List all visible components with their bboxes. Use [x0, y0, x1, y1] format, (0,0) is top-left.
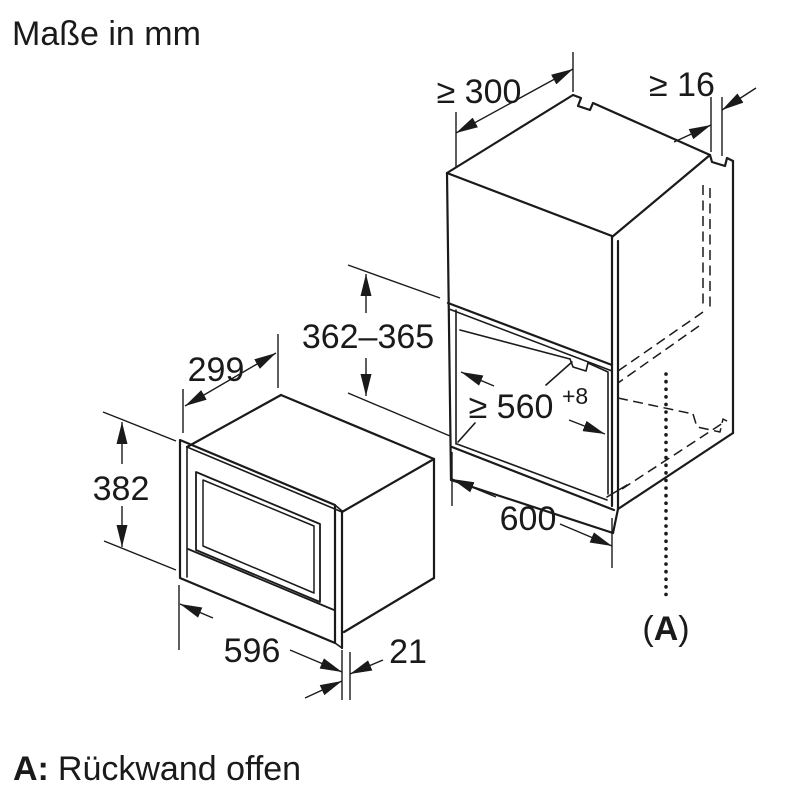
footnote: A:Rückwand offen [13, 750, 301, 788]
cabinet-front-top-edge [445, 171, 614, 238]
dimension-line-560-right [568, 419, 606, 435]
cabinet-drawing: (A) [445, 93, 735, 648]
niche-floor-right-corner [606, 484, 628, 498]
extension-lines-596 [178, 585, 343, 700]
extension-lines-16 [710, 97, 723, 156]
niche-ceiling-corner-line [545, 361, 573, 386]
dimension-line-560-left [460, 371, 495, 387]
leader-arrow-16-left [673, 124, 712, 143]
page-title: Maße in mm [12, 15, 201, 53]
leader-arrow-16-right [721, 87, 757, 111]
dimension-label-560-tolerance: +8 [562, 383, 588, 409]
microwave-drawing [178, 393, 436, 650]
dimension-label-362-365: 362–365 [302, 318, 434, 356]
door-window-outer [195, 471, 321, 603]
marker-a-label: (A) [642, 610, 689, 648]
dimension-appliance-depth: 299 [182, 334, 279, 433]
door-window-inner [202, 479, 315, 594]
body-top-right-edge [340, 457, 436, 514]
dimension-label-300: ≥ 300 [437, 73, 522, 111]
cabinet-back-edge-with-notches [571, 93, 735, 168]
door-lower-band-line [187, 548, 335, 611]
cabinet-side-bottom-edge [616, 431, 735, 511]
bottom-rail-bottom-edge [449, 478, 615, 535]
dimension-label-382: 382 [93, 470, 150, 508]
niche-ceiling-back-edge [459, 329, 571, 360]
dimension-side-wall-thickness: ≥ 16 [649, 66, 757, 156]
marker-a-letter: A [654, 610, 679, 648]
dimension-line-596-right [289, 649, 343, 673]
dimension-appliance-width: 596 [178, 585, 343, 700]
niche-ceiling-right-edge [587, 362, 609, 373]
dimension-appliance-height: 382 [93, 411, 177, 571]
dimension-line-600-left [451, 478, 497, 498]
footnote-key: A: [13, 750, 49, 788]
extension-lines-382 [102, 411, 177, 571]
dimension-frame-overhang: 21 [304, 633, 427, 700]
dimension-label-560: ≥ 560 [469, 388, 554, 426]
marker-a-paren-close: ) [678, 610, 689, 648]
upper-panel-bottom-edge [446, 301, 614, 367]
door-slab-joins [334, 504, 343, 649]
dimension-label-299: 299 [188, 351, 245, 389]
marker-a-paren-open: ( [642, 610, 654, 648]
leader-arrow-21-right [349, 659, 384, 675]
dimension-niche-height: 362–365 [302, 264, 451, 437]
niche-floor-front-inner-edge [456, 443, 608, 501]
dimension-label-16: ≥ 16 [649, 66, 715, 104]
door-inner-top-edge [186, 446, 343, 513]
bottom-rail-top-edge [450, 445, 616, 512]
body-back-top-edge [279, 393, 436, 461]
extension-lines-299 [182, 334, 279, 433]
dimension-line-596-left [179, 603, 214, 619]
dimension-label-600: 600 [500, 500, 557, 538]
niche-ceiling-front-edge [448, 308, 613, 372]
dimension-label-21: 21 [389, 633, 427, 671]
dimension-niche-width: ≥ 560 +8 [460, 371, 606, 435]
hidden-ceiling-back-edge-2 [617, 325, 700, 384]
dimension-label-596: 596 [224, 632, 281, 670]
leader-arrow-21-left [304, 680, 343, 699]
hidden-floor-back-edge [617, 397, 694, 415]
body-top-left-edge [185, 393, 283, 449]
cabinet-open-back-hidden-edges [617, 185, 728, 490]
dimension-line-299 [184, 352, 277, 407]
bottom-rail-right-join [611, 507, 620, 535]
cabinet-outline [445, 93, 735, 535]
hidden-floor-notch [692, 413, 728, 433]
extension-lines-362-365 [347, 264, 451, 437]
niche-floor-left-corner [457, 422, 476, 443]
reference-line-a: (A) [642, 372, 690, 648]
body-bottom-right-edge [342, 576, 436, 634]
dimension-cabinet-top-depth: ≥ 300 [437, 52, 574, 168]
cabinet-front-left-edge [445, 171, 453, 482]
dimension-line-300 [455, 68, 574, 134]
hidden-ceiling-back-edge-1 [617, 311, 704, 372]
cabinet-side-top-edge [610, 153, 712, 239]
footnote-text: Rückwand offen [58, 750, 301, 788]
hidden-bottom-back-edge [621, 420, 727, 490]
dimension-line-600-right [559, 523, 613, 547]
dimension-cabinet-width: 600 [451, 452, 613, 568]
